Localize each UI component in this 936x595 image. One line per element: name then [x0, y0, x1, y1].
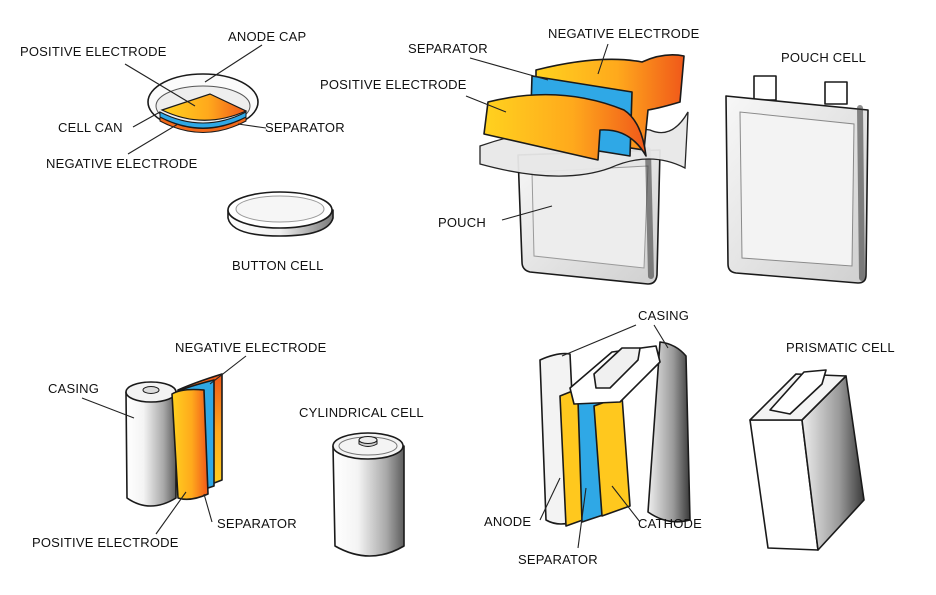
- cylindrical-separator-label: SEPARATOR: [217, 516, 297, 531]
- button-cell-separator-label: SEPARATOR: [265, 120, 345, 135]
- cylindrical-positive-electrode-label: POSITIVE ELECTRODE: [32, 535, 179, 550]
- pouch-separator-label: SEPARATOR: [408, 41, 488, 56]
- cylinder-terminal-top: [358, 436, 378, 444]
- pouch-positive-electrode-label: POSITIVE ELECTRODE: [320, 77, 467, 92]
- cylinder-casing-terminal: [142, 386, 160, 394]
- cylindrical-exploded-leaders: [81, 355, 247, 535]
- cylinder-casing-body: [125, 391, 177, 507]
- prismatic-separator-label: SEPARATOR: [518, 552, 598, 567]
- pouch-body-edge: [645, 147, 654, 279]
- button-cell-separator-layer: [159, 111, 247, 129]
- prismatic-exploded-leaders: [539, 324, 669, 549]
- prismatic-anode-label: ANODE: [484, 514, 531, 529]
- prismatic-cap-terminal: [593, 347, 641, 389]
- pouch-positive-electrode-sheet: [483, 93, 647, 161]
- pouch-cell-title: POUCH CELL: [781, 50, 866, 65]
- button-cell-positive-electrode: [160, 93, 248, 121]
- pouch-exploded-leaders: [465, 43, 609, 221]
- pouch-cell-assembled: [725, 75, 869, 284]
- cylinder-positive-electrode-sheet: [171, 388, 209, 501]
- cylindrical-cell-assembled: [332, 432, 405, 557]
- button-cell-exploded: [147, 73, 259, 133]
- pouch-tab-right: [824, 81, 848, 105]
- pouch-tab-left: [753, 75, 777, 101]
- cylinder-body: [332, 445, 405, 557]
- prismatic-cathode-label: CATHODE: [638, 516, 702, 531]
- prismatic-casing-right-half: [647, 341, 691, 523]
- prismatic-cell-exploded: [539, 341, 691, 527]
- button-cell-assembled: [227, 191, 334, 237]
- pouch-cell-exploded: [479, 54, 689, 285]
- prismatic-top-terminal: [769, 369, 827, 415]
- pouch-pouch-label: POUCH: [438, 215, 486, 230]
- prismatic-casing-label: CASING: [638, 308, 689, 323]
- pouch-cell-inner: [739, 111, 855, 267]
- button-cell-top-inner: [235, 195, 325, 223]
- button-cell-leaders: [124, 44, 267, 155]
- prismatic-cell-title: PRISMATIC CELL: [786, 340, 895, 355]
- button-cell-anode-cap-label: ANODE CAP: [228, 29, 306, 44]
- pouch-negative-electrode-label: NEGATIVE ELECTRODE: [548, 26, 700, 41]
- cylindrical-negative-electrode-label: NEGATIVE ELECTRODE: [175, 340, 327, 355]
- button-cell-negative-electrode-label: NEGATIVE ELECTRODE: [46, 156, 198, 171]
- prismatic-cell-assembled: [749, 369, 865, 551]
- pouch-body-inner: [531, 165, 649, 269]
- pouch-cell-side-shadow: [857, 105, 865, 281]
- cylindrical-cell-exploded: [125, 373, 223, 507]
- button-cell-positive-electrode-label: POSITIVE ELECTRODE: [20, 44, 167, 59]
- cylindrical-casing-label: CASING: [48, 381, 99, 396]
- button-cell-cell-can-label: CELL CAN: [58, 120, 123, 135]
- cylindrical-cell-title: CYLINDRICAL CELL: [299, 405, 424, 420]
- button-cell-title: BUTTON CELL: [232, 258, 324, 273]
